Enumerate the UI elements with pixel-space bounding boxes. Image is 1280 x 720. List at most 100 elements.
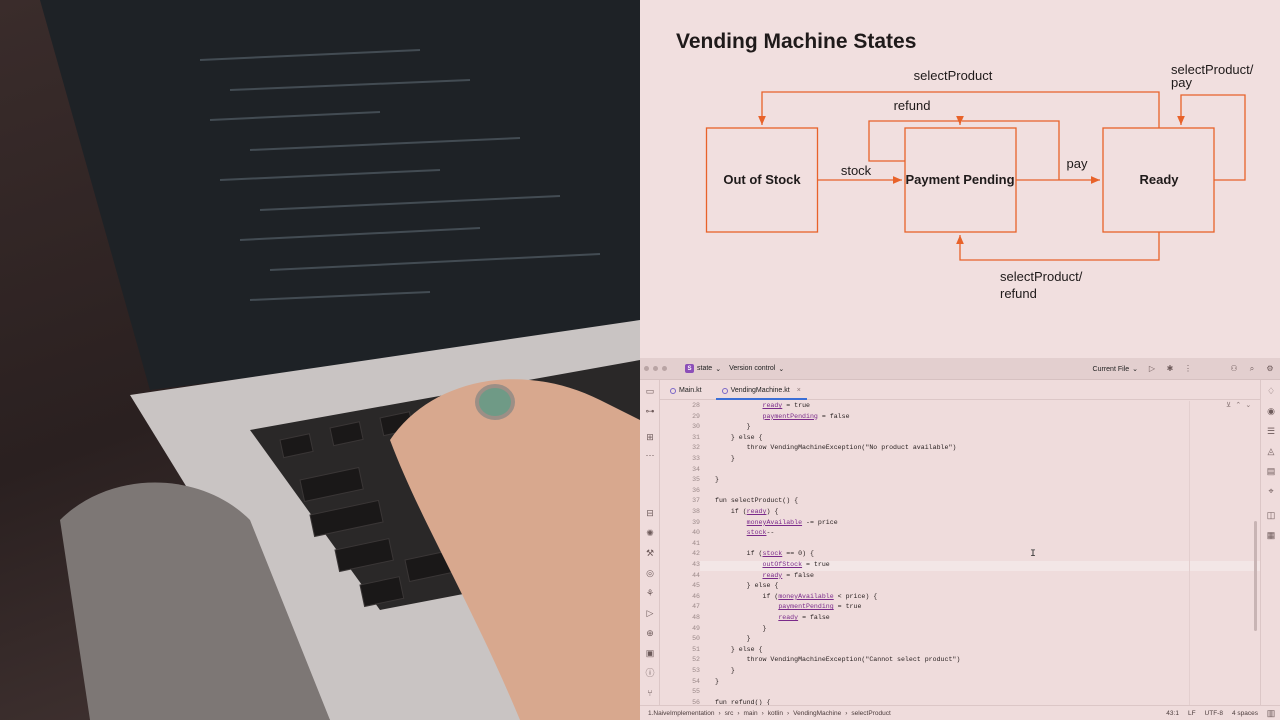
line-number: 29: [692, 412, 700, 420]
current-line-highlight: [700, 561, 1260, 571]
add-user-icon[interactable]: ⚇: [1230, 364, 1238, 373]
problems-icon[interactable]: ⓘ: [645, 668, 655, 678]
label-pay: pay: [1067, 156, 1088, 171]
file-encoding[interactable]: UTF-8: [1204, 710, 1223, 717]
line-separator[interactable]: LF: [1187, 710, 1196, 717]
line-number: 28: [692, 402, 700, 409]
run-tool-icon[interactable]: ▷: [646, 608, 654, 618]
build-icon[interactable]: ⚒: [645, 548, 655, 558]
line-number: 49: [692, 624, 700, 632]
editor-scrollbar[interactable]: [1254, 521, 1257, 631]
code-line: if (moneyAvailable < price) {: [715, 592, 878, 600]
breadcrumb-item[interactable]: 1.NaiveImplementation: [648, 709, 715, 717]
caret-position[interactable]: 43:1: [1166, 710, 1179, 717]
code-line: ready = false: [778, 614, 830, 621]
emulator-icon[interactable]: ▦: [1266, 530, 1276, 540]
line-number: 54: [692, 677, 700, 685]
structure-icon[interactable]: ⊞: [646, 432, 654, 442]
label-stock: stock: [841, 163, 872, 178]
breadcrumb-item[interactable]: main: [743, 709, 758, 717]
database-icon[interactable]: ☰: [1266, 426, 1276, 436]
window-close-button[interactable]: [644, 366, 649, 371]
inspection-widget[interactable]: ⊻ ⌃ ⌄: [1226, 402, 1252, 410]
search-icon[interactable]: ⌕: [1249, 364, 1255, 373]
project-name: state: [697, 365, 713, 372]
line-number: 39: [692, 518, 700, 526]
right-margin-guide: [1189, 401, 1190, 705]
inspect-icon[interactable]: ⌖: [1268, 486, 1274, 496]
editor-tabs: Main.kt VendingMachine.kt ×: [660, 380, 1260, 400]
code-line: }: [715, 667, 735, 674]
code-line: throw VendingMachineException("Cannot se…: [715, 656, 961, 664]
label-select-refund-2: refund: [1000, 286, 1037, 301]
code-line: } else {: [715, 645, 763, 653]
more-tools-icon[interactable]: ⋯: [645, 450, 655, 460]
tab-main-kt[interactable]: Main.kt: [660, 387, 712, 399]
layout-icon[interactable]: ▥: [1266, 708, 1276, 718]
laptop-illustration: [40, 0, 640, 720]
services-tool-icon[interactable]: ⊕: [646, 628, 654, 638]
state-payment-pending: Payment Pending: [905, 172, 1014, 187]
breadcrumb-item[interactable]: kotlin: [767, 709, 783, 717]
commit-icon[interactable]: ⊶: [645, 406, 655, 416]
line-number: 42: [692, 550, 700, 558]
label-select-pay-1: selectProduct/: [1171, 62, 1254, 77]
tab-vending-machine-kt[interactable]: VendingMachine.kt ×: [712, 387, 811, 400]
coverage-icon[interactable]: ◫: [1266, 510, 1276, 520]
chevron-down-icon: ⌄: [715, 365, 722, 373]
edge-pay-loop: [962, 120, 1060, 180]
indent-setting[interactable]: 4 spaces: [1231, 710, 1258, 717]
line-number: 32: [692, 444, 700, 452]
line-number: 40: [692, 529, 700, 537]
line-number: 36: [692, 486, 700, 494]
line-number: 51: [692, 645, 700, 653]
tab-label: Main.kt: [679, 387, 702, 394]
ide-window: S state ⌄ Version control ⌄ Current File…: [640, 358, 1280, 720]
terminal-icon[interactable]: ▣: [645, 648, 655, 658]
gradle-icon[interactable]: ◬: [1267, 446, 1275, 456]
line-number: 33: [692, 455, 700, 462]
project-selector[interactable]: S state ⌄: [685, 364, 721, 373]
tab-label: VendingMachine.kt: [730, 387, 790, 394]
window-minimize-button[interactable]: [653, 366, 658, 371]
close-icon[interactable]: ×: [796, 387, 801, 394]
line-number: 52: [692, 656, 700, 664]
line-number: 38: [692, 508, 700, 515]
hand: [390, 379, 640, 720]
notifications-icon[interactable]: ♢: [1266, 386, 1276, 396]
devices-icon[interactable]: ▤: [1266, 466, 1276, 476]
git-icon[interactable]: ⑂: [647, 688, 653, 698]
folder-icon[interactable]: ▭: [645, 386, 655, 396]
label-select-pay-2: pay: [1171, 75, 1192, 90]
code-line: if (ready) {: [715, 508, 779, 515]
bug-icon[interactable]: ✺: [646, 528, 654, 538]
plugins-icon[interactable]: ⚘: [645, 588, 655, 598]
code-line: moneyAvailable -= price: [746, 518, 838, 526]
run-icon[interactable]: ▷: [1148, 364, 1156, 373]
status-bar: 1.NaiveImplementation›src›main›kotlin›Ve…: [640, 705, 1280, 720]
code-line: }: [715, 677, 719, 685]
line-number: 43: [692, 561, 700, 568]
label-refund: refund: [894, 98, 931, 113]
code-line: } else {: [715, 433, 763, 441]
breadcrumb-item[interactable]: VendingMachine: [793, 709, 842, 717]
debug-icon[interactable]: ✱: [1166, 364, 1174, 373]
gear-icon[interactable]: ⚙: [1266, 364, 1274, 373]
services-icon[interactable]: ⊟: [646, 508, 654, 518]
breadcrumb-separator-icon: ›: [761, 709, 764, 717]
right-tool-strip: ♢ ◉ ☰ ◬ ▤ ⌖ ◫ ▦ ▥: [1260, 380, 1280, 718]
breadcrumb-item[interactable]: selectProduct: [851, 709, 891, 717]
more-icon[interactable]: ⋮: [1184, 364, 1192, 373]
sweater-sleeve: [60, 482, 330, 720]
window-zoom-button[interactable]: [662, 366, 667, 371]
ai-assistant-icon[interactable]: ◉: [1267, 406, 1275, 416]
run-config-selector[interactable]: Current File ⌄: [1093, 365, 1138, 374]
chevron-down-icon: ⌄: [1132, 366, 1138, 373]
line-number: 35: [692, 476, 700, 484]
version-control-menu[interactable]: Version control ⌄: [729, 365, 784, 373]
profiler-icon[interactable]: ◎: [646, 568, 654, 578]
code-line: }: [715, 423, 751, 431]
breadcrumb-item[interactable]: src: [724, 709, 734, 717]
line-number: 31: [692, 433, 700, 441]
